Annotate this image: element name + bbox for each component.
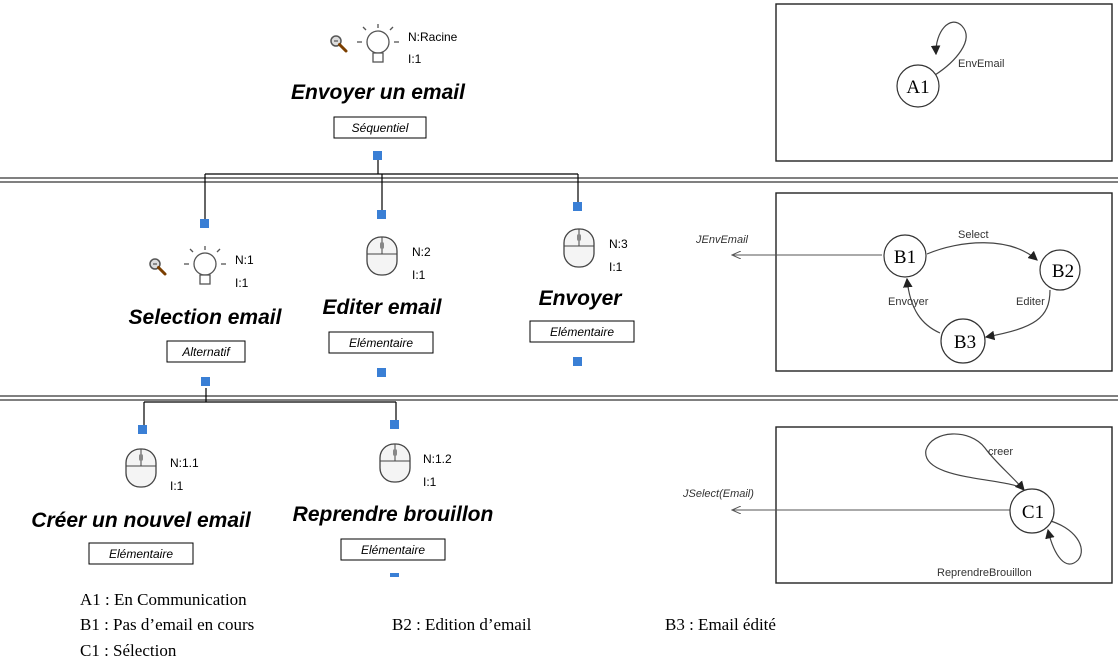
state-c1: [1009, 488, 1055, 534]
task-creer-type-box: [88, 542, 194, 565]
connector-root-bottom: [373, 151, 382, 160]
state-b2-label: B2: [1052, 261, 1074, 282]
edge-c1-reprendre-loop: [1045, 519, 1082, 565]
task-editer-type-box: [328, 331, 434, 354]
task-selection[interactable]: N:1 I:1 Selection email Alternatif: [129, 246, 283, 363]
connector-squares: [138, 151, 582, 577]
edge-b1-b2-label: Select: [958, 229, 989, 241]
task-editer-type: Elémentaire: [349, 336, 413, 350]
legend-b3: B3 : Email édité: [665, 615, 776, 634]
task-creer[interactable]: N:1.1 I:1 Créer un nouvel email Elémenta…: [31, 448, 252, 565]
task-editer-n: N:2: [412, 245, 431, 259]
level-separator-1: [0, 177, 1118, 183]
legend-c1: C1 : Sélection: [80, 641, 177, 660]
task-reprendre[interactable]: N:1.2 I:1 Reprendre brouillon Elémentair…: [293, 443, 494, 561]
state-b2: [1039, 249, 1081, 291]
task-reprendre-type: Elémentaire: [361, 543, 425, 557]
task-root-title: Envoyer un email: [291, 81, 466, 104]
connector-envoyer-bottom: [573, 357, 582, 366]
connector-selection-top: [200, 219, 209, 228]
state-b1-label: B1: [894, 247, 916, 268]
task-envoyer-title: Envoyer: [539, 287, 624, 310]
state-a1: [896, 64, 940, 108]
zoom-icon: [330, 35, 348, 53]
state-machine-c: JSelect(Email) C1 creer ReprendreBrouill…: [682, 426, 1113, 584]
task-reprendre-n: N:1.2: [423, 452, 452, 466]
task-envoyer-n: N:3: [609, 237, 628, 251]
state-machine-a-frame: [775, 3, 1113, 162]
task-creer-title: Créer un nouvel email: [31, 509, 252, 532]
task-creer-type: Elémentaire: [109, 547, 173, 561]
tree-connectors: [143, 160, 579, 428]
state-c1-label: C1: [1022, 502, 1044, 523]
edge-c1-reprendre-label: ReprendreBrouillon: [937, 567, 1032, 579]
edge-c1-creer-loop: [925, 433, 1025, 491]
task-reprendre-type-box: [340, 538, 446, 561]
lightbulb-icon: [184, 246, 226, 285]
task-envoyer-type-box: [529, 320, 635, 343]
edge-b3-b1: [903, 277, 941, 334]
task-reprendre-i: I:1: [423, 475, 437, 489]
connector-creer-top: [138, 425, 147, 434]
task-editer[interactable]: N:2 I:1 Editer email Elémentaire: [322, 236, 443, 354]
state-machine-b: JEnvEmail B1 B2 B3 Select Editer Envoyer: [695, 192, 1113, 372]
zoom-icon: [149, 258, 167, 276]
task-root-i: I:1: [408, 52, 422, 66]
state-b3-label: B3: [954, 332, 976, 353]
task-envoyer[interactable]: N:3 I:1 Envoyer Elémentaire: [529, 228, 635, 343]
mouse-icon: [125, 448, 157, 488]
task-root[interactable]: N:Racine I:1 Envoyer un email Séquentiel: [291, 24, 466, 139]
edge-b1-b2: [926, 242, 1038, 261]
state-machine-c-frame: [775, 426, 1113, 584]
external-b-label: JEnvEmail: [695, 234, 749, 246]
edge-c1-creer-label: creer: [988, 446, 1013, 458]
task-root-type-box: [333, 116, 427, 139]
connector-reprendre-bottom: [390, 573, 399, 577]
task-root-n: N:Racine: [408, 30, 458, 44]
connector-selection-bottom: [201, 377, 210, 386]
state-machine-a: A1 EnvEmail: [775, 3, 1113, 162]
mouse-icon: [563, 228, 595, 268]
connector-envoyer-top: [573, 202, 582, 211]
task-envoyer-i: I:1: [609, 260, 623, 274]
legend-a1: A1 : En Communication: [80, 590, 247, 609]
task-selection-type-box: [166, 340, 246, 363]
edge-b2-b3: [984, 289, 1051, 341]
state-b3: [940, 318, 986, 364]
mouse-icon: [379, 443, 411, 483]
state-b1: [883, 234, 927, 278]
task-creer-n: N:1.1: [170, 456, 199, 470]
edge-b2-b3-label: Editer: [1016, 296, 1045, 308]
edge-b3-b1-label: Envoyer: [888, 296, 929, 308]
edge-a1-loop: [930, 21, 967, 76]
task-reprendre-title: Reprendre brouillon: [293, 503, 494, 526]
task-envoyer-type: Elémentaire: [550, 325, 614, 339]
external-c-label: JSelect(Email): [682, 488, 754, 500]
task-selection-title: Selection email: [129, 306, 283, 329]
task-editer-i: I:1: [412, 268, 426, 282]
task-selection-i: I:1: [235, 276, 249, 290]
task-root-type: Séquentiel: [352, 121, 409, 135]
edge-a1-label: EnvEmail: [958, 58, 1004, 70]
task-creer-i: I:1: [170, 479, 184, 493]
mouse-icon: [366, 236, 398, 276]
state-legend: A1 : En Communication B1 : Pas d’email e…: [80, 590, 776, 660]
legend-b2: B2 : Edition d’email: [392, 615, 532, 634]
task-editer-title: Editer email: [322, 296, 442, 319]
task-selection-n: N:1: [235, 253, 254, 267]
level-separator-2: [0, 395, 1118, 401]
lightbulb-icon: [357, 24, 399, 63]
legend-b1: B1 : Pas d’email en cours: [80, 615, 254, 634]
task-selection-type: Alternatif: [181, 345, 231, 359]
state-a1-label: A1: [906, 77, 929, 98]
connector-editer-bottom: [377, 368, 386, 377]
connector-reprendre-top: [390, 420, 399, 429]
connector-editer-top: [377, 210, 386, 219]
